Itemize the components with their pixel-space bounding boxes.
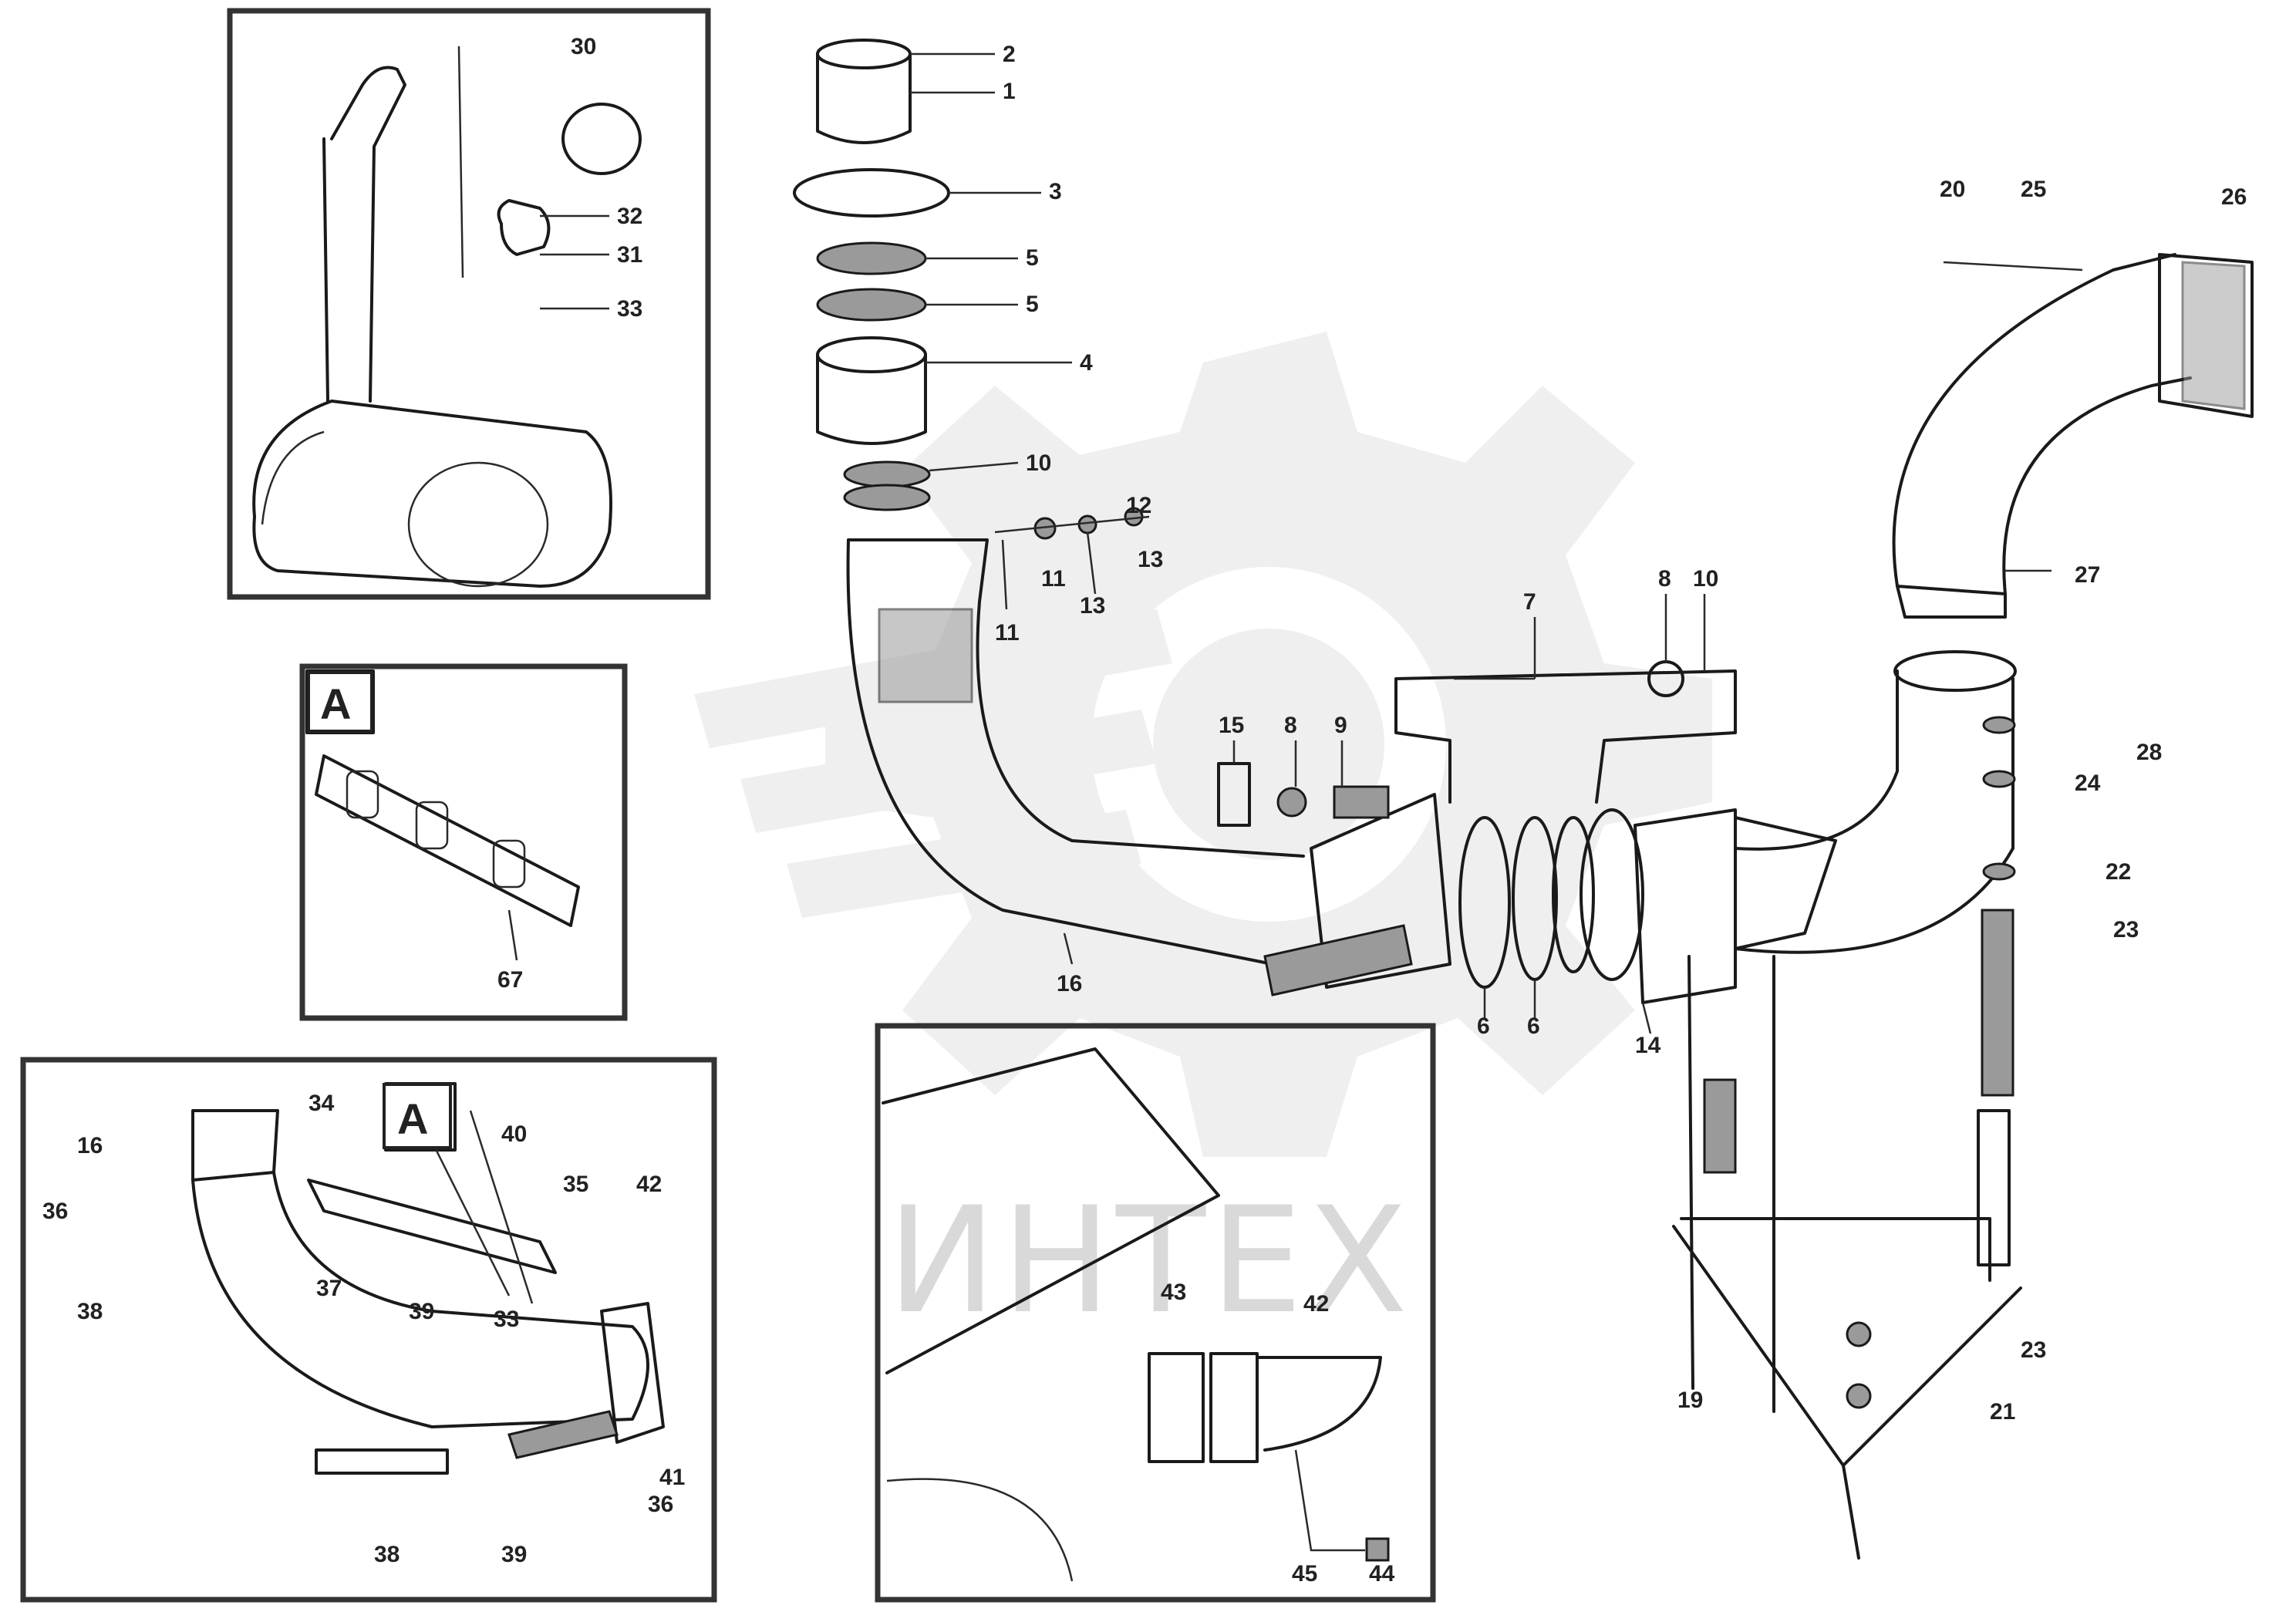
- inset-frame-view-a: [299, 663, 628, 1021]
- callout: 13: [1080, 593, 1105, 619]
- callout: 42: [1303, 1291, 1329, 1317]
- callout: 8: [1284, 713, 1297, 738]
- view-marker-inset: A: [307, 671, 373, 733]
- callout: 19: [1677, 1388, 1703, 1413]
- callout: 1: [1003, 79, 1016, 104]
- callout: 8: [1658, 566, 1671, 592]
- callout: 38: [77, 1299, 103, 1324]
- callout: 24: [2075, 771, 2101, 796]
- callout: 23: [2113, 917, 2139, 943]
- callout: 12: [1126, 493, 1151, 518]
- svg-text:A: A: [397, 1094, 428, 1143]
- callout: 14: [1635, 1033, 1661, 1058]
- callout: 27: [2075, 562, 2100, 588]
- callout: 45: [1292, 1561, 1317, 1587]
- callout: 3: [1049, 179, 1062, 204]
- callout: 36: [42, 1199, 68, 1224]
- callout: 6: [1477, 1013, 1490, 1039]
- callout: 5: [1026, 292, 1039, 317]
- callout-labels: 2 1 3 5 5 4 10 12 13 11 13 11 7 8 10 15 …: [42, 34, 2247, 1587]
- callout: 40: [501, 1121, 527, 1147]
- callout: 25: [2021, 177, 2046, 202]
- callout: 23: [2021, 1337, 2046, 1363]
- inset-frame-bottom-center: [875, 1023, 1436, 1603]
- inset-frame-bottom-left: [20, 1057, 717, 1603]
- callout: 39: [501, 1542, 527, 1567]
- callout: 10: [1026, 450, 1051, 476]
- callout: 67: [497, 967, 523, 993]
- callout: 43: [1161, 1280, 1186, 1305]
- callout: 41: [659, 1465, 685, 1490]
- callout: 22: [2106, 859, 2131, 885]
- callout: 5: [1026, 245, 1039, 271]
- svg-text:A: A: [320, 679, 351, 728]
- callout: 28: [2136, 740, 2162, 765]
- callout: 2: [1003, 42, 1016, 67]
- callout: 34: [308, 1091, 335, 1116]
- callout: 30: [571, 34, 596, 59]
- callout: 37: [316, 1276, 342, 1301]
- callout: 10: [1693, 566, 1718, 592]
- callout: 35: [563, 1172, 588, 1197]
- view-marker-main: A: [383, 1083, 452, 1149]
- callout: 42: [636, 1172, 662, 1197]
- gear-logo-icon: [694, 332, 1712, 1157]
- callout: 26: [2221, 184, 2247, 210]
- callout: 11: [995, 620, 1020, 646]
- callout: 33: [494, 1307, 519, 1332]
- callout: 16: [77, 1133, 103, 1158]
- stack-muffler-drawing: [252, 46, 642, 588]
- callout: 11: [1041, 566, 1066, 592]
- callout: 7: [1523, 589, 1536, 615]
- callout: 31: [617, 242, 642, 268]
- callout: 16: [1057, 971, 1082, 996]
- callout: 6: [1527, 1013, 1540, 1039]
- watermark-text: ИНТЕХ: [887, 1175, 1412, 1346]
- callout: 36: [648, 1492, 673, 1517]
- inset-frame-top-left: [227, 8, 711, 600]
- callout: 21: [1990, 1399, 2015, 1425]
- callout: 9: [1334, 713, 1347, 738]
- callout: 20: [1940, 177, 1965, 202]
- callout: 13: [1138, 547, 1163, 572]
- bracket-detail-drawing: [882, 1047, 1390, 1582]
- callout: 39: [409, 1299, 434, 1324]
- callout: 32: [617, 204, 642, 229]
- callout: 33: [617, 296, 642, 322]
- callout: 4: [1080, 350, 1093, 376]
- callout: 44: [1369, 1561, 1395, 1587]
- main-exhaust-assembly-drawing: [793, 39, 2254, 1560]
- callout: 15: [1219, 713, 1244, 738]
- callout: 38: [374, 1542, 400, 1567]
